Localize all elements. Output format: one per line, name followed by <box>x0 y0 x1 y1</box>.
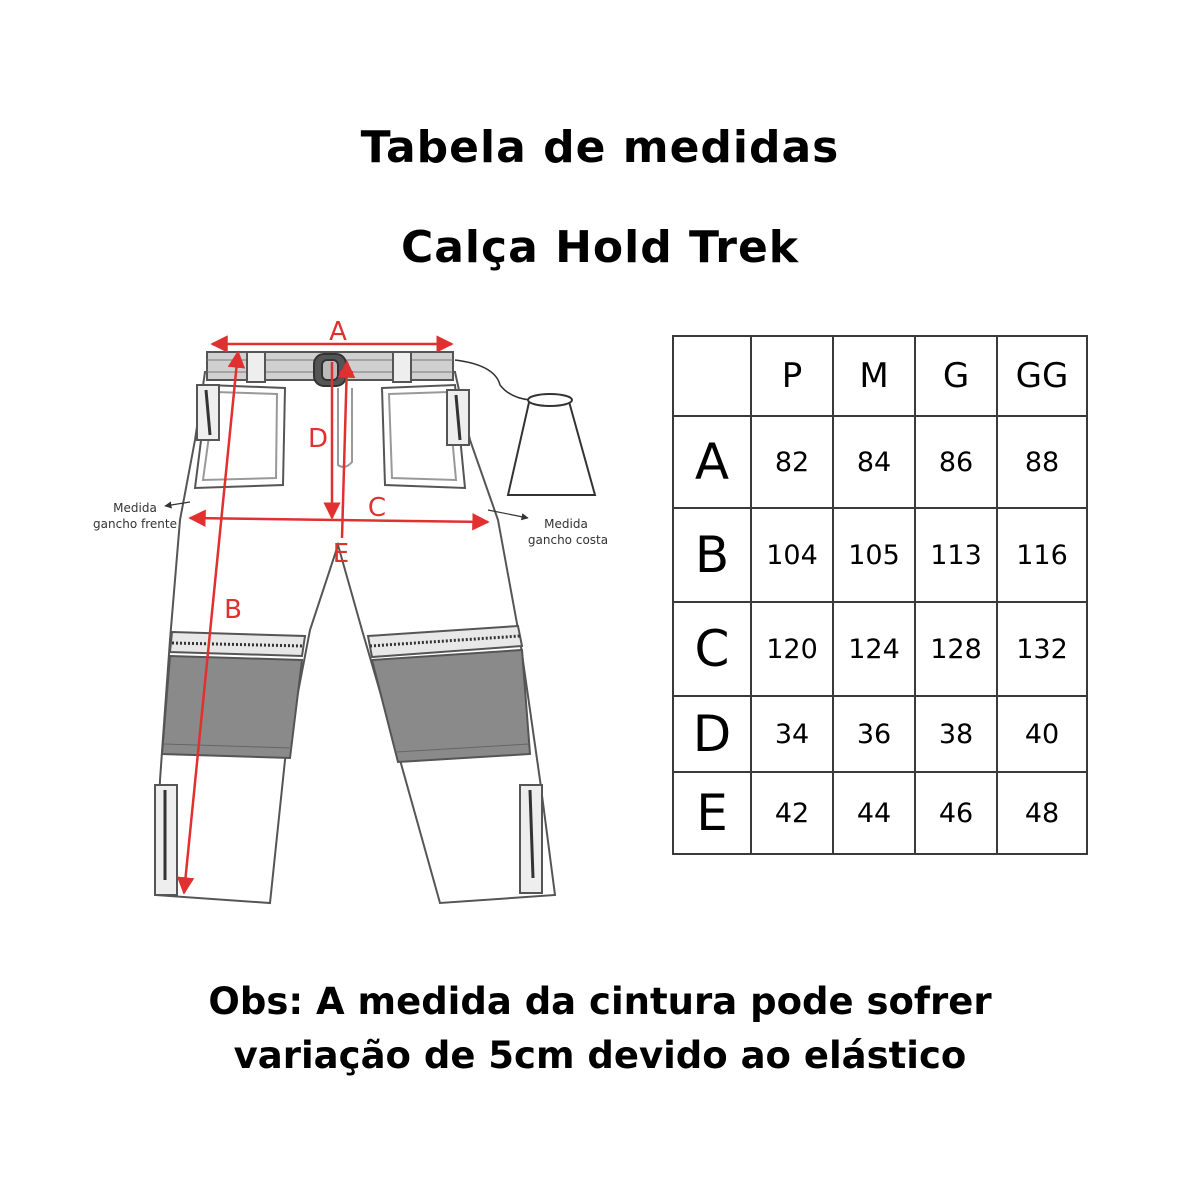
table-cell: 120 <box>750 601 834 697</box>
size-header: M <box>832 335 916 417</box>
table-row: C 120 124 128 132 <box>672 601 1088 697</box>
table-cell: 113 <box>914 507 998 603</box>
table-header-row: P M G GG <box>672 335 1088 417</box>
label-c: C <box>368 493 386 523</box>
size-header: P <box>750 335 834 417</box>
table-cell: 124 <box>832 601 916 697</box>
table-cell: 128 <box>914 601 998 697</box>
gancho-leader-arrows <box>164 501 529 521</box>
medida-costa-line1: Medida <box>544 517 588 531</box>
measurement-lines <box>176 335 490 895</box>
table-row: B 104 105 113 116 <box>672 507 1088 603</box>
table-cell: 84 <box>832 415 916 509</box>
table-row: D 34 36 38 40 <box>672 695 1088 773</box>
size-header: G <box>914 335 998 417</box>
pants-measurement-diagram: A B C D E Medida gancho frente Medida ga… <box>93 317 608 905</box>
table-cell: 38 <box>914 695 998 773</box>
table-row: E 42 44 46 48 <box>672 771 1088 855</box>
size-table: P M G GG A 82 84 86 88 B 104 105 113 116… <box>672 335 1088 855</box>
label-e: E <box>333 539 349 569</box>
size-header: GG <box>996 335 1088 417</box>
medida-frente-line1: Medida <box>113 501 157 515</box>
note-line-1: Obs: A medida da cintura pode sofrer <box>208 980 992 1023</box>
label-a: A <box>329 317 347 347</box>
row-label: C <box>672 601 752 697</box>
table-row: A 82 84 86 88 <box>672 415 1088 509</box>
page-title: Tabela de medidas <box>360 122 840 173</box>
medida-frente-line2: gancho frente <box>93 517 177 531</box>
table-cell: 36 <box>832 695 916 773</box>
row-label: B <box>672 507 752 603</box>
pants-outline <box>153 351 597 905</box>
table-cell: 40 <box>996 695 1088 773</box>
product-name: Calça Hold Trek <box>400 222 800 273</box>
row-label: A <box>672 415 752 509</box>
table-cell: 48 <box>996 771 1088 855</box>
table-cell: 105 <box>832 507 916 603</box>
table-cell: 46 <box>914 771 998 855</box>
medida-costa-line2: gancho costa <box>528 533 608 547</box>
table-cell: 86 <box>914 415 998 509</box>
label-b: B <box>224 595 242 625</box>
table-cell: 88 <box>996 415 1088 509</box>
table-cell: 132 <box>996 601 1088 697</box>
row-label: E <box>672 771 752 855</box>
table-cell: 82 <box>750 415 834 509</box>
table-cell: 104 <box>750 507 834 603</box>
table-cell: 116 <box>996 507 1088 603</box>
table-cell: 44 <box>832 771 916 855</box>
label-d: D <box>308 424 328 454</box>
table-cell: 34 <box>750 695 834 773</box>
note-line-2: variação de 5cm devido ao elástico <box>233 1034 967 1077</box>
table-cell: 42 <box>750 771 834 855</box>
table-corner-cell <box>672 335 752 417</box>
row-label: D <box>672 695 752 773</box>
